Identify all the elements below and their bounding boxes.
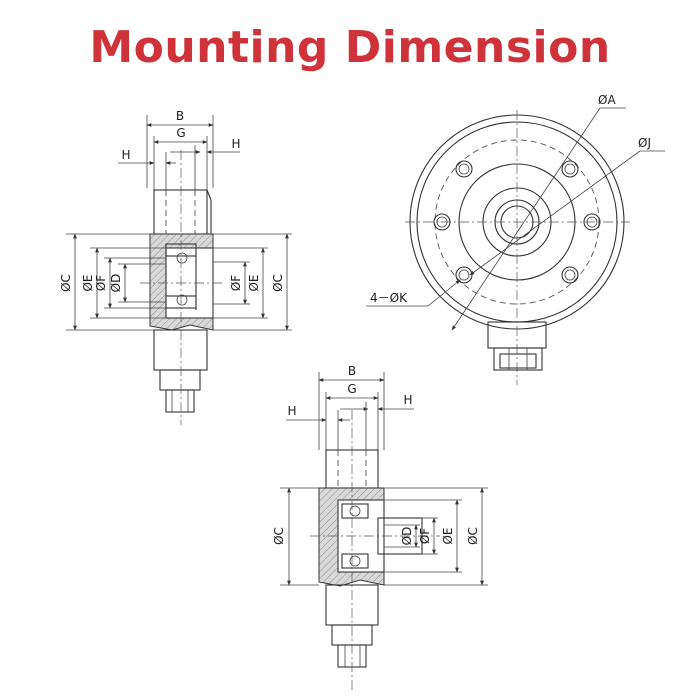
front-dim-k-label: 4－ØK (370, 291, 408, 305)
left-dim-c-label: ØC (59, 274, 73, 292)
front-view: ØA ØJ 4－ØK (366, 93, 665, 385)
right-dim-e-label: ØE (247, 274, 261, 291)
front-dim-j-label: ØJ (638, 136, 651, 150)
left-dim-b-label: B (176, 109, 184, 123)
bottom-dim-e-label: ØE (441, 527, 455, 544)
left-dim-e-label: ØE (81, 274, 95, 291)
bottom-side-view: B G H H (272, 364, 488, 690)
left-dim-g-label: G (176, 126, 185, 140)
right-dim-c-label: ØC (271, 274, 285, 292)
bottom-dim-d-label: ØD (400, 527, 414, 546)
left-side-view: B G H H (59, 109, 292, 425)
bottom-dim-g-label: G (347, 382, 356, 396)
left-dim-d-label: ØD (109, 274, 123, 293)
bottom-dim-h-left-label: H (287, 404, 296, 418)
bottom-dim-h-right-label: H (403, 393, 412, 407)
left-dim-h-right-label: H (231, 137, 240, 151)
left-dim-f-label: ØF (94, 275, 108, 291)
bottom-dim-c-left-label: ØC (272, 527, 286, 545)
right-dim-f-label: ØF (229, 275, 243, 291)
bottom-dim-c-right-label: ØC (466, 527, 480, 545)
left-dim-h-left-label: H (121, 148, 130, 162)
bottom-dim-b-label: B (348, 364, 356, 378)
front-dim-a-label: ØA (598, 93, 616, 107)
page-title: Mounting Dimension (89, 22, 611, 73)
bottom-dim-f-label: ØF (418, 528, 432, 544)
